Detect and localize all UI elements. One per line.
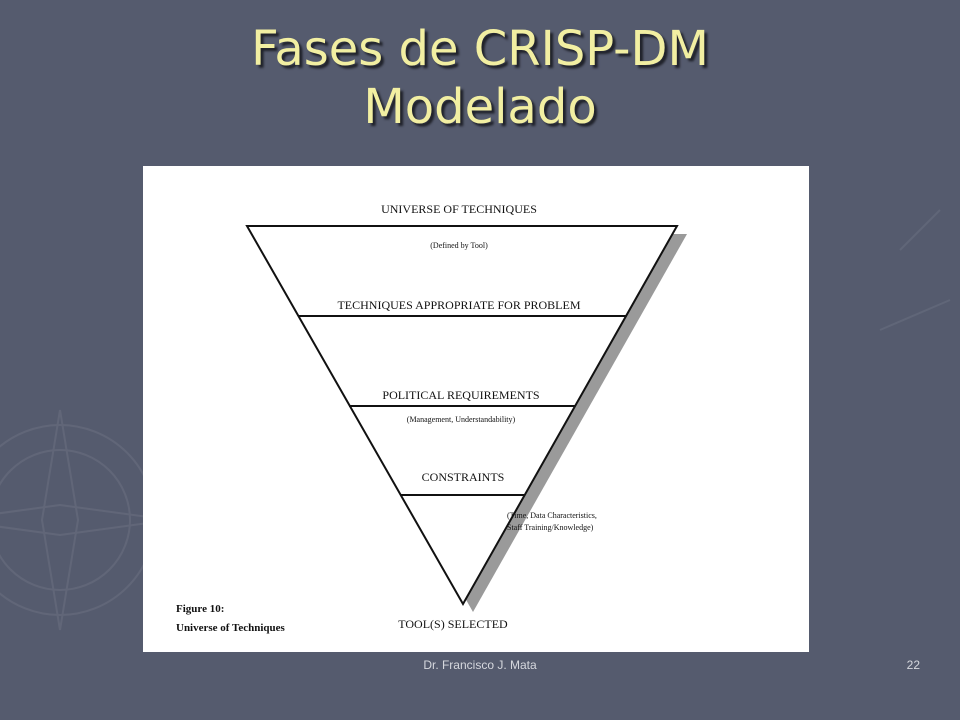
figure-panel: UNIVERSE OF TECHNIQUES (Defined by Tool)… <box>143 166 809 652</box>
title-line-2: Modelado <box>363 79 597 135</box>
caption-line-1: Figure 10: <box>176 603 224 615</box>
page-number: 22 <box>906 658 920 672</box>
slide-title: Fases de CRISP-DM Modelado <box>0 20 960 136</box>
level-2-label: TECHNIQUES APPROPRIATE FOR PROBLEM <box>337 298 580 312</box>
level-4-note-line-2: Staff Training/Knowledge) <box>507 523 594 532</box>
triangle-outline <box>245 225 679 607</box>
caption-line-2: Universe of Techniques <box>176 622 286 634</box>
level-3-label: POLITICAL REQUIREMENTS <box>382 388 539 402</box>
level-1-note: (Defined by Tool) <box>430 241 488 250</box>
level-4-note-line-1: (Time, Data Characteristics, <box>507 511 597 520</box>
level-3-note: (Management, Understandability) <box>407 415 516 424</box>
level-4-label: CONSTRAINTS <box>422 470 505 484</box>
footer-author: Dr. Francisco J. Mata <box>423 658 537 672</box>
title-line-1: Fases de CRISP-DM <box>251 21 709 77</box>
level-1-label: UNIVERSE OF TECHNIQUES <box>381 202 537 216</box>
inverted-triangle-diagram: UNIVERSE OF TECHNIQUES (Defined by Tool)… <box>176 202 687 634</box>
bottom-label: TOOL(S) SELECTED <box>398 617 508 631</box>
